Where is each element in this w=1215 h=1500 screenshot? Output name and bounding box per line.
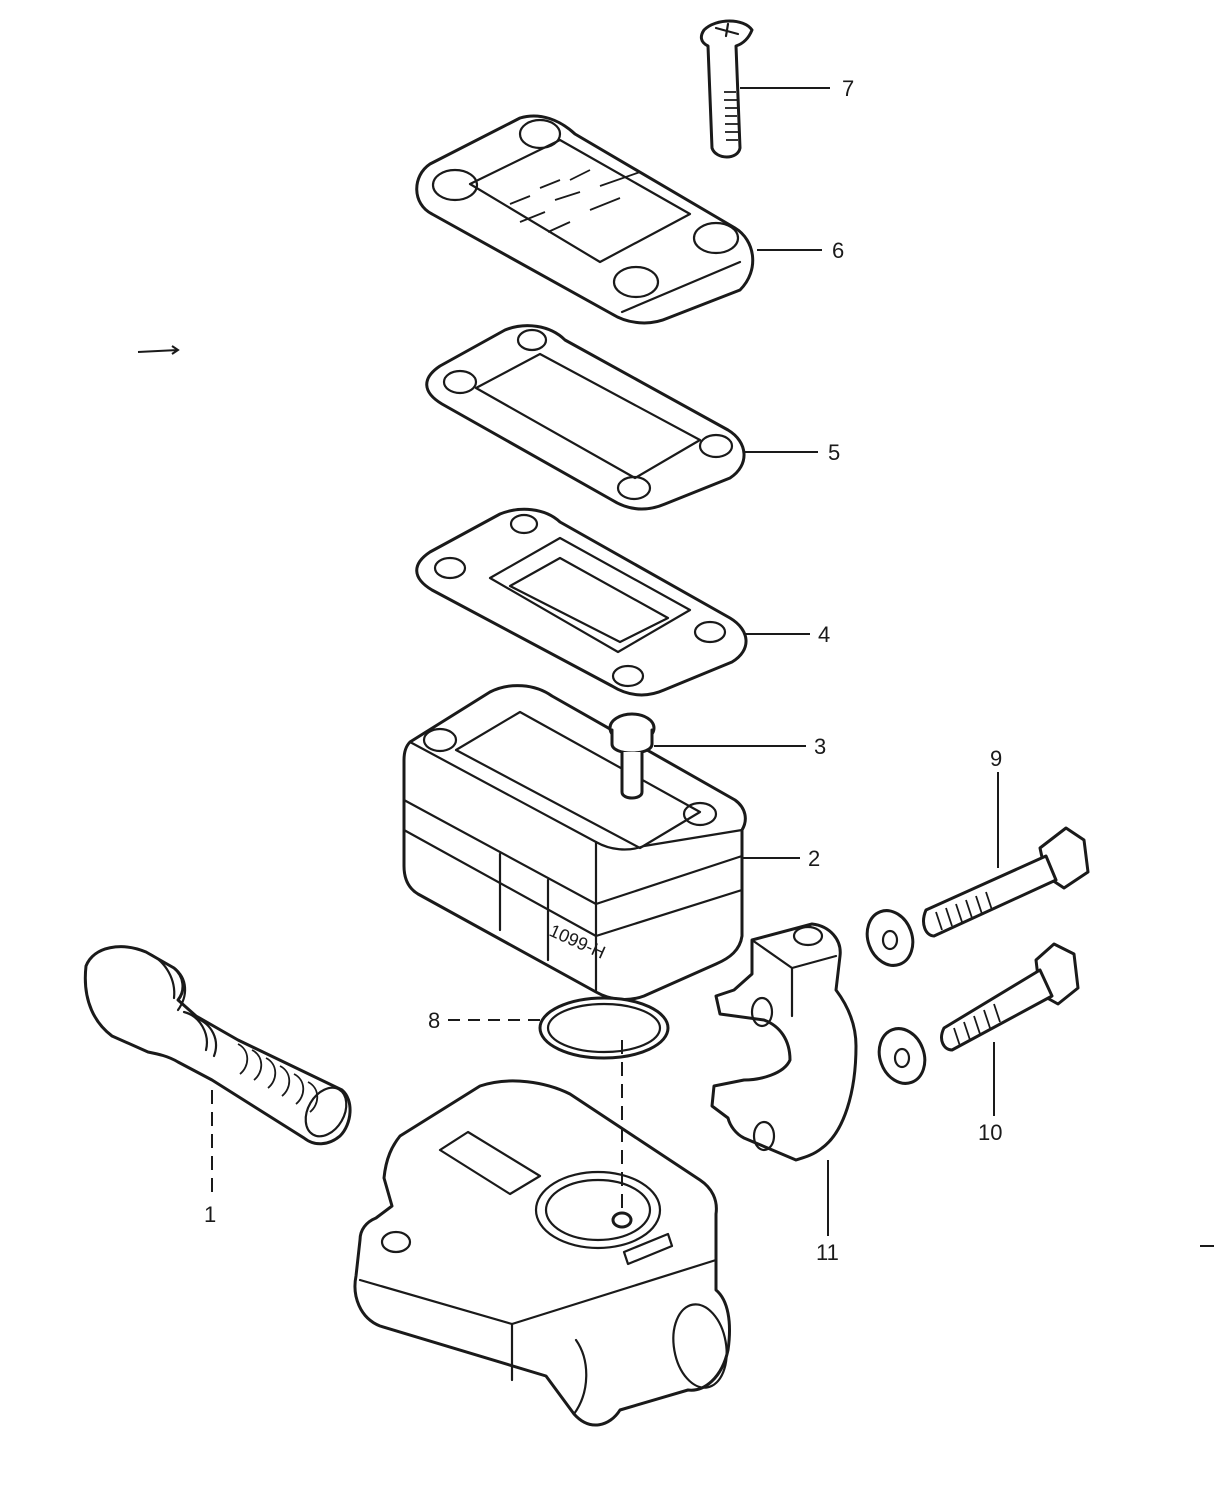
callout-3: 3 (814, 734, 826, 759)
callout-1: 1 (204, 1202, 216, 1227)
scan-mark (137, 345, 180, 355)
piston-assembly-part-1 (83, 945, 352, 1146)
master-cylinder-body-part-2 (402, 684, 747, 1001)
washer-part-9 (865, 909, 915, 967)
callout-4: 4 (818, 622, 830, 647)
bleed-screw-part-3 (608, 712, 656, 800)
callout-11: 11 (816, 1240, 839, 1265)
bolt-part-9 (922, 826, 1090, 938)
callout-6: 6 (832, 238, 844, 263)
diaphragm-plate-part-5 (425, 324, 746, 511)
clamp-part-11 (710, 922, 858, 1162)
callout-2: 2 (808, 846, 820, 871)
reservoir-cap-part-6 (415, 114, 755, 325)
screw-part-7 (699, 19, 754, 159)
callout-7: 7 (842, 76, 854, 101)
callout-8: 8 (428, 1008, 440, 1033)
callout-9: 9 (990, 746, 1002, 771)
o-ring-part-8 (538, 996, 670, 1060)
callout-5: 5 (828, 440, 840, 465)
outlet-port (611, 1211, 633, 1229)
callout-10: 10 (978, 1120, 1002, 1145)
diaphragm-part-4 (415, 507, 748, 697)
washer-part-10 (877, 1027, 927, 1085)
bolt-part-10 (940, 942, 1080, 1052)
leader-lines (211, 87, 999, 1236)
lower-housing (353, 1079, 731, 1427)
